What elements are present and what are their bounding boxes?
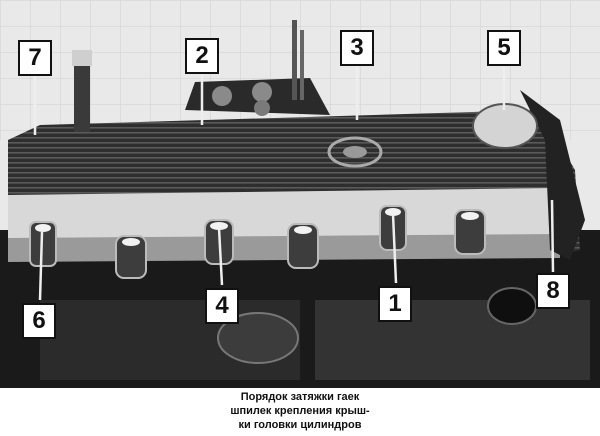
label-5: 5: [487, 30, 521, 66]
label-7: 7: [18, 40, 52, 76]
label-4: 4: [205, 288, 239, 324]
caption-line-1: Порядок затяжки гаек: [240, 391, 360, 403]
figure-caption: Порядок затяжки гаек шпилек крепления кр…: [150, 390, 450, 432]
caption-line-3: ки головки цилиндров: [238, 419, 362, 431]
label-6: 6: [22, 303, 56, 339]
label-1: 1: [378, 286, 412, 322]
caption-line-2: шпилек крепления крыш-: [230, 405, 370, 417]
label-8: 8: [536, 273, 570, 309]
label-2: 2: [185, 38, 219, 74]
label-3: 3: [340, 30, 374, 66]
